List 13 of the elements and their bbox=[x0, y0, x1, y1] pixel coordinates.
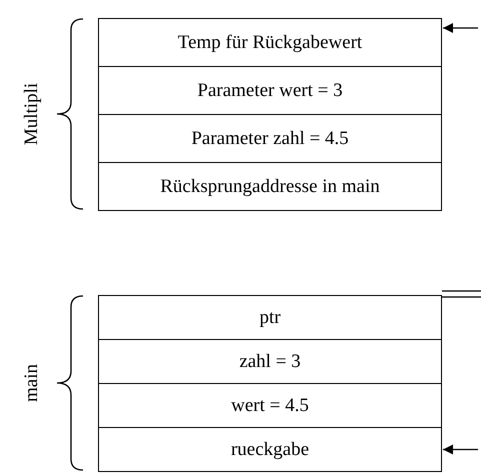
stack-cell: Parameter zahl = 4.5 bbox=[98, 114, 442, 163]
arrow bbox=[443, 444, 478, 454]
stack-cell: Temp für Rückgabewert bbox=[98, 18, 442, 67]
frame-label: main bbox=[21, 364, 43, 402]
stack-cell: zahl = 3 bbox=[98, 339, 442, 384]
arrow bbox=[443, 23, 478, 33]
stack-cell: wert = 4.5 bbox=[98, 383, 442, 428]
stack-cell: rueckgabe bbox=[98, 427, 442, 472]
stack-cell: Parameter wert = 3 bbox=[98, 66, 442, 115]
stack-cell: ptr bbox=[98, 295, 442, 340]
frame-label: Multipli bbox=[21, 82, 44, 146]
pointer-line bbox=[441, 290, 481, 298]
stack-cell: Rücksprungaddresse in main bbox=[98, 162, 442, 211]
